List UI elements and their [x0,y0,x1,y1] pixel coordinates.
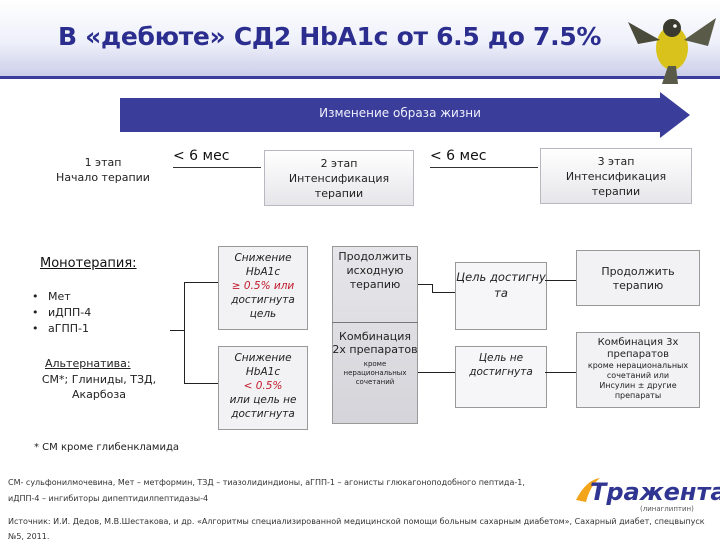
condition-threshold: ≥ 0.5% или [219,279,307,293]
condition-line: достигнута [219,407,307,421]
condition-line: достигнута [219,293,307,307]
alternative-title: Альтернатива: [45,357,131,370]
interval-1: < 6 мес [173,148,229,164]
combination-line: сочетаний или [577,371,699,381]
stage-1-title: Начало терапии [28,170,178,185]
stage-2: 2 этап Интенсификация терапии [264,150,414,206]
condition-line: Снижение [219,351,307,365]
stage-1-number: 1 этап [28,155,178,170]
interval-2-underline [430,167,538,168]
slide-title: В «дебюте» СД2 HbA1c от 6.5 до 7.5% [58,22,601,51]
monotherapy-list: Мет иДПП-4 аГПП-1 [28,289,91,337]
goal-reached-box: Цель достигну та [455,262,547,330]
combination-line: препараты [577,391,699,401]
connector [418,372,455,373]
goal-not-reached-box: Цель не достигнута [455,346,547,408]
connector [170,330,184,331]
bird-icon [622,0,720,90]
continue-therapy-box: Продолжить терапию [576,250,700,306]
stage-2-subtitle: терапии [265,186,413,201]
condition-threshold: < 0.5% [219,379,307,393]
connector [432,284,433,292]
combination-line: Инсулин ± другие [577,381,699,391]
divider [332,322,418,323]
stage-3-subtitle: терапии [541,184,691,199]
condition-decrease-box: Снижение HbA1c ≥ 0.5% или достигнута цел… [218,246,308,330]
condition-line: Снижение [219,251,307,265]
list-item: аГПП-1 [28,321,91,337]
condition-line: HbA1c [219,365,307,379]
footnote: * СМ кроме глибенкламида [34,442,179,453]
connector [184,282,218,283]
interval-2: < 6 мес [430,148,486,164]
connector [184,282,185,384]
condition-line: цель [219,307,307,321]
connector [432,292,455,293]
stage-2-number: 2 этап [265,156,413,171]
stage-3: 3 этап Интенсификация терапии [540,148,692,204]
list-item: Мет [28,289,91,305]
stage-3-title: Интенсификация [541,169,691,184]
connector [184,383,218,384]
list-item: иДПП-4 [28,305,91,321]
title-underline [0,76,720,79]
brand-logo-subtitle: (линаглиптин) [640,505,694,513]
condition-line: или цель не [219,393,307,407]
lifestyle-label: Изменение образа жизни [120,106,680,120]
two-drug-combination: Комбинация 2х препаратов [332,330,418,356]
stage-1: 1 этап Начало терапии [28,155,178,185]
condition-line: HbA1c [219,265,307,279]
interval-1-underline [173,167,261,168]
continue-initial-therapy: Продолжить исходную терапию [332,250,418,292]
three-drug-combination-box: Комбинация 3х препаратов кроме нерациона… [576,332,700,408]
stage-3-number: 3 этап [541,154,691,169]
connector [545,372,576,373]
condition-no-decrease-box: Снижение HbA1c < 0.5% или цель не достиг… [218,346,308,430]
combination-note: кроме нерациональных сочетаний [332,360,418,387]
combination-head: Комбинация 3х препаратов [577,337,699,361]
combination-line: кроме нерациональных [577,361,699,371]
abbreviations: СМ- сульфонилмочевина, Мет – метформин, … [8,475,548,507]
monotherapy-title: Монотерапия: [40,256,137,271]
alternative-text: СМ*; Глиниды, ТЗД, Акарбоза [34,372,164,402]
connector [545,280,576,281]
connector [418,284,432,285]
brand-logo: Тражента [590,478,720,506]
stage-2-title: Интенсификация [265,171,413,186]
